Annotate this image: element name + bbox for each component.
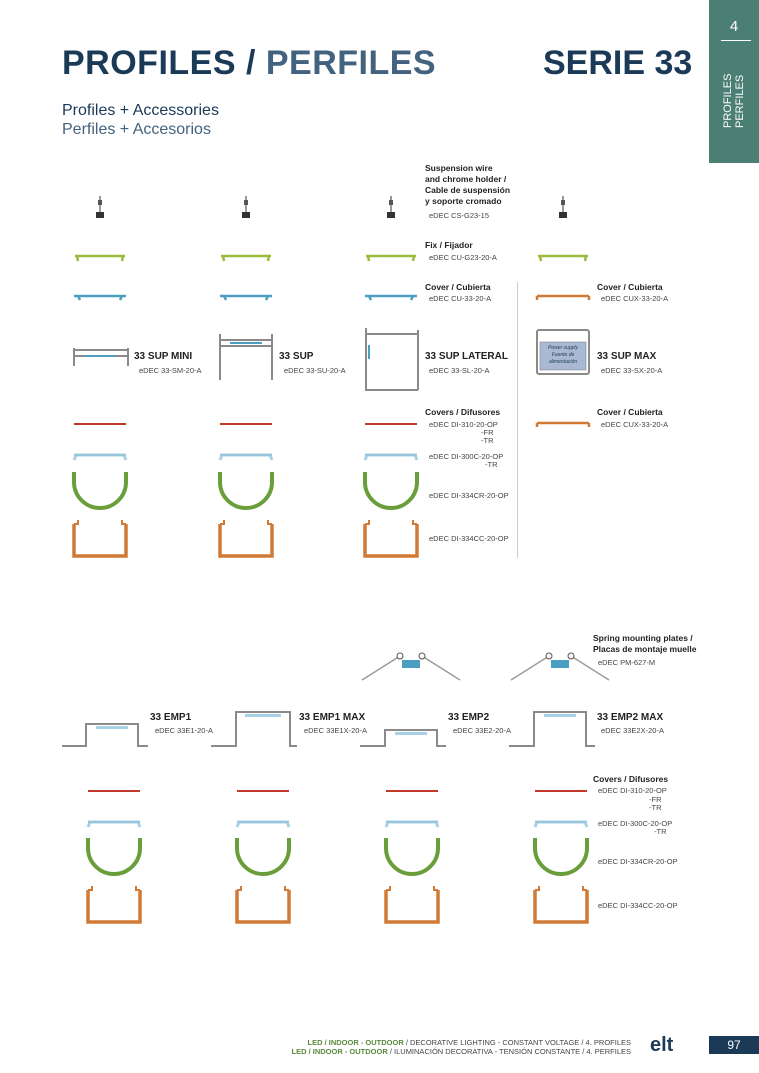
serie-title: SERIE 33 [543, 44, 693, 82]
cover-left-code: eDEC CU-33-20-A [429, 294, 492, 303]
profile-name-emp1: 33 EMP1 [150, 712, 192, 723]
brand-logo: elt [650, 1034, 674, 1056]
profile-code-sup-lateral: eDEC 33-SL-20-A [429, 366, 490, 375]
covers-top-label: Covers / Difusores [425, 407, 501, 417]
power-supply-label: Power supply Fuente de alimentación [547, 345, 578, 365]
suspension-code: eDEC CS-G23-15 [429, 211, 490, 220]
fix-code: eDEC CU-G23-20-A [429, 253, 497, 262]
covers-top-code-2-tr: -TR [485, 460, 498, 469]
cover-right-label: Cover / Cubierta [597, 282, 663, 292]
spring-label: Spring mounting plates / Placas de monta… [593, 633, 697, 654]
profile-name-emp2-max: 33 EMP2 MAX [597, 712, 664, 723]
covers-bottom-code-1-tr: -TR [649, 803, 662, 812]
covers-top-code-2: eDEC DI-300C-20-OP [429, 452, 504, 461]
profile-name-sup-max: 33 SUP MAX [597, 351, 657, 362]
suspension-label: Suspension wire and chrome holder / Cabl… [425, 163, 511, 206]
covers-top-code-4: eDEC DI-334CC-20-OP [429, 534, 509, 543]
fix-label: Fix / Fijador [425, 240, 473, 250]
profile-code-sup-mini: eDEC 33-SM-20-A [139, 366, 202, 375]
page-number: 97 [709, 1036, 759, 1054]
profile-name-sup-mini: 33 SUP MINI [134, 351, 193, 362]
profile-name-sup: 33 SUP [279, 351, 314, 362]
profile-name-sup-lateral: 33 SUP LATERAL [425, 351, 508, 362]
chapter-number: 4 [729, 18, 739, 35]
spring-code: eDEC PM-627-M [598, 658, 656, 667]
subtitle-es: Perfiles + Accesorios [62, 121, 211, 138]
page-title: PROFILES / PERFILES [62, 44, 437, 82]
covers-top-code-1-fr: -FR [481, 428, 494, 437]
covers-bottom-code-2: eDEC DI-300C-20-OP [598, 819, 673, 828]
cover-right-code: eDEC CUX-33-20-A [601, 294, 669, 303]
profile-name-emp1-max: 33 EMP1 MAX [299, 712, 366, 723]
covers-bottom-label: Covers / Difusores [593, 774, 669, 784]
tab-divider [721, 40, 751, 41]
covers-top-code-1-tr: -TR [481, 436, 494, 445]
subtitle-en: Profiles + Accessories [62, 102, 219, 119]
profile-code-sup: eDEC 33-SU-20-A [284, 366, 346, 375]
covers-bottom-code-3: eDEC DI-334CR-20-OP [598, 857, 678, 866]
profile-code-emp2: eDEC 33E2-20-A [453, 726, 511, 735]
profile-code-emp1-max: eDEC 33E1X-20-A [304, 726, 367, 735]
section-divider [517, 282, 518, 558]
covers-bottom-code-4: eDEC DI-334CC-20-OP [598, 901, 678, 910]
profile-name-emp2: 33 EMP2 [448, 712, 490, 723]
cover-left-label: Cover / Cubierta [425, 282, 491, 292]
cover-max-code: eDEC CUX-33-20-A [601, 420, 669, 429]
covers-bottom-code-1-fr: -FR [649, 795, 662, 804]
footer-line-es: LED / INDOOR - OUTDOOR / ILUMINACIÓN DEC… [291, 1047, 631, 1056]
covers-bottom-code-1: eDEC DI-310-20-OP [598, 786, 667, 795]
profile-code-emp1: eDEC 33E1-20-A [155, 726, 213, 735]
footer-line-en: LED / INDOOR - OUTDOOR / DECORATIVE LIGH… [307, 1038, 631, 1047]
cover-max-label: Cover / Cubierta [597, 407, 663, 417]
covers-bottom-code-2-tr: -TR [654, 827, 667, 836]
profile-code-sup-max: eDEC 33-SX-20-A [601, 366, 663, 375]
covers-top-code-3: eDEC DI-334CR-20-OP [429, 491, 509, 500]
profile-code-emp2-max: eDEC 33E2X-20-A [601, 726, 664, 735]
covers-top-code-1: eDEC DI-310-20-OP [429, 420, 498, 429]
